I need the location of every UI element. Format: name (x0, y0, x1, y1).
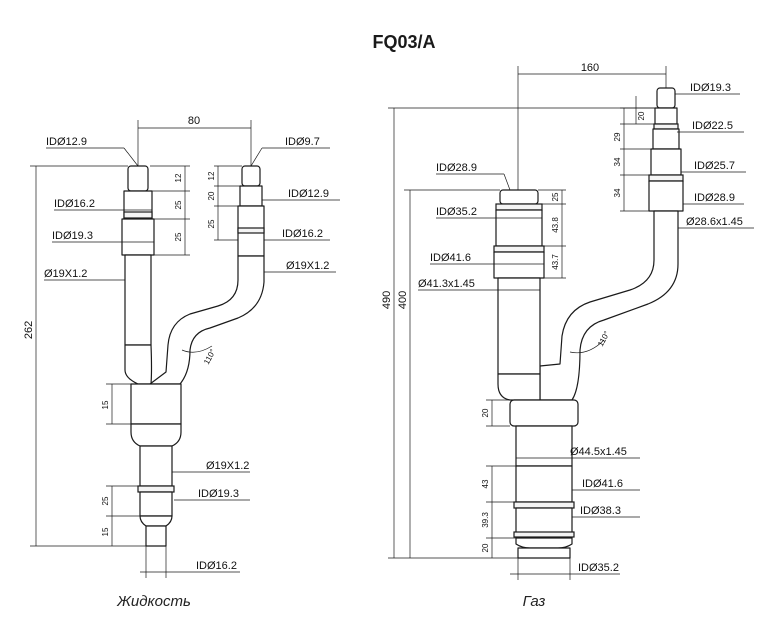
gas-dimensions: 160 20 29 34 34 25 43.8 43.7 (381, 62, 667, 580)
liquid-dim-left-25b: 25 (174, 232, 183, 241)
gas-label-left-od: Ø41.3x1.45 (418, 278, 475, 290)
gas-dim-r-34b: 34 (613, 188, 622, 197)
liquid-label-bottom-od: Ø19X1.2 (206, 460, 249, 472)
liquid-dimensions: 80 12 25 25 12 20 25 262 (23, 115, 252, 578)
liquid-label-right-od: Ø19X1.2 (286, 260, 329, 272)
gas-label-stem-id-1: IDØ41.6 (582, 478, 623, 490)
gas-dim-stem-43: 43 (481, 479, 490, 488)
gas-dim-r-29: 29 (613, 132, 622, 141)
gas-dim-r-20: 20 (637, 111, 646, 120)
liquid-caption: Жидкость (116, 593, 191, 610)
gas-dim-total-400: 400 (397, 291, 409, 309)
liquid-label-right-id-1: IDØ12.9 (288, 188, 329, 200)
gas-dim-l-43-7: 43.7 (551, 254, 560, 270)
gas-label-left-id-3: IDØ41.6 (430, 252, 471, 264)
gas-label-left-id-1: IDØ28.9 (436, 162, 477, 174)
gas-label-right-od: Ø28.6x1.45 (686, 216, 743, 228)
drawing-title: FQ03/A (372, 32, 435, 52)
gas-label-stem-od: Ø44.5x1.45 (570, 446, 627, 458)
gas-caption: Газ (523, 593, 546, 610)
gas-label-right-id-4: IDØ28.9 (694, 192, 735, 204)
gas-dim-spacing: 160 (581, 62, 599, 74)
liquid-dim-low-25: 25 (101, 496, 110, 505)
gas-dim-stem-20b: 20 (481, 543, 490, 552)
liquid-label-left-low-id: IDØ19.3 (52, 230, 93, 242)
gas-dim-total-490: 490 (381, 291, 393, 309)
liquid-label-right-id-2: IDØ16.2 (282, 228, 323, 240)
gas-dim-l-25: 25 (551, 192, 560, 201)
gas-dim-r-34a: 34 (613, 157, 622, 166)
gas-label-left-id-2: IDØ35.2 (436, 206, 477, 218)
liquid-stem (130, 383, 182, 547)
liquid-label-top-right-id: IDØ9.7 (285, 136, 320, 148)
liquid-label-bottom-id-2: IDØ16.2 (196, 560, 237, 572)
gas-dim-l-43-8: 43.8 (551, 217, 560, 233)
liquid-leaders (44, 147, 340, 501)
liquid-dim-spacing: 80 (188, 115, 200, 127)
liquid-dim-left-12: 12 (174, 173, 183, 182)
gas-label-stem-id-2: IDØ38.3 (580, 505, 621, 517)
gas-label-right-id-1: IDØ19.3 (690, 82, 731, 94)
liquid-right-pipe (149, 165, 265, 385)
liquid-left-pipe (121, 165, 155, 385)
liquid-dim-right-12: 12 (207, 171, 216, 180)
gas-dim-stem-39-3: 39.3 (481, 512, 490, 528)
liquid-dim-total: 262 (23, 321, 35, 339)
liquid-angle: 110° (202, 348, 217, 366)
gas-dim-stem-20: 20 (481, 408, 490, 417)
liquid-label-left-mid-id: IDØ16.2 (54, 198, 95, 210)
gas-stem (509, 399, 579, 559)
gas-leaders (418, 93, 754, 518)
liquid-dim-left-25a: 25 (174, 200, 183, 209)
liquid-branch: 80 12 25 25 12 20 25 262 (23, 115, 340, 610)
liquid-dim-stem-15: 15 (101, 400, 110, 409)
liquid-dim-right-20: 20 (207, 191, 216, 200)
liquid-dim-right-25: 25 (207, 219, 216, 228)
liquid-label-left-od: Ø19X1.2 (44, 268, 87, 280)
gas-right-pipe (539, 87, 684, 401)
gas-label-stem-id-3: IDØ35.2 (578, 562, 619, 574)
gas-label-right-id-3: IDØ25.7 (694, 160, 735, 172)
liquid-label-top-left-id: IDØ12.9 (46, 136, 87, 148)
liquid-label-bottom-id-1: IDØ19.3 (198, 488, 239, 500)
gas-left-pipe (493, 189, 545, 401)
gas-label-right-id-2: IDØ22.5 (692, 120, 733, 132)
gas-branch: 160 20 29 34 34 25 43.8 43.7 (381, 62, 754, 610)
gas-angle: 110° (596, 330, 611, 348)
liquid-dim-low-15: 15 (101, 527, 110, 536)
